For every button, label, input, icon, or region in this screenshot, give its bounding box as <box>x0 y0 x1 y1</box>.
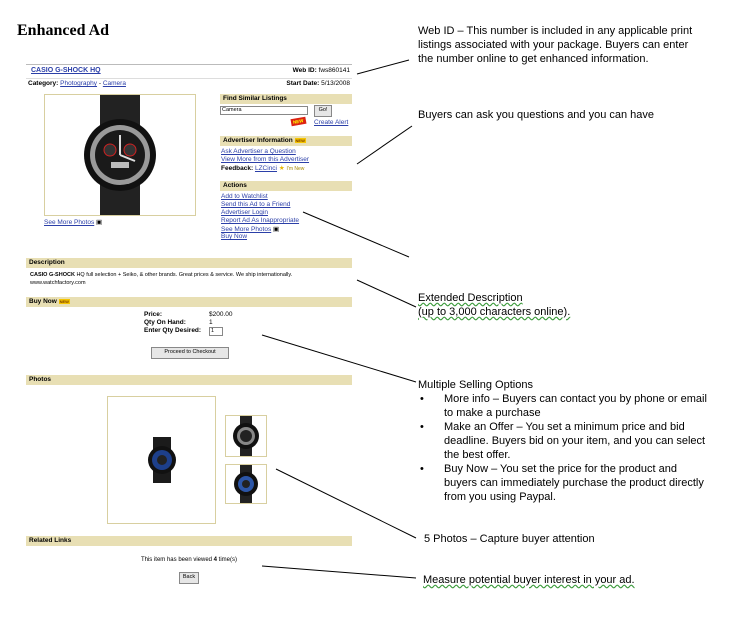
selling-option-more-info: More info – Buyers can contact you by ph… <box>420 392 708 420</box>
page-title: Enhanced Ad <box>17 22 110 39</box>
camera-icon: ▣ <box>273 226 280 233</box>
qty-desired-input[interactable]: 1 <box>209 327 223 336</box>
qty-label: Qty On Hand: <box>144 319 186 326</box>
related-links-heading: Related Links <box>26 536 352 546</box>
feedback: Feedback: LZCinci ★ I'm New <box>221 165 305 172</box>
description-heading: Description <box>26 258 352 268</box>
back-button[interactable]: Back <box>179 572 199 584</box>
web-id: Web ID: fws860141 <box>292 67 350 74</box>
price-value: $200.00 <box>209 311 233 318</box>
view-more-link[interactable]: View More from this Advertiser <box>221 156 310 163</box>
price-label: Price: <box>144 311 163 318</box>
feedback-user-link[interactable]: LZCinci <box>254 165 278 172</box>
note-questions: Buyers can ask you questions and you can… <box>418 109 655 121</box>
note-photos: 5 Photos – Capture buyer attention <box>424 533 595 545</box>
see-more-photos-link[interactable]: See More Photos ▣ <box>44 219 103 226</box>
main-photo[interactable] <box>44 94 196 216</box>
description-text: CASIO G-SHOCK HQ full selection + Seiko,… <box>30 272 293 286</box>
buy-now-link[interactable]: Buy Now <box>221 233 248 240</box>
category: Category: Photography - Camera <box>28 80 126 87</box>
note-measure: Measure potential buyer interest in your… <box>423 574 635 586</box>
category-link-photography[interactable]: Photography <box>60 80 98 87</box>
go-button[interactable]: Go! <box>314 105 332 117</box>
watch-image <box>84 95 156 215</box>
qty-value: 1 <box>209 319 213 326</box>
advertiser-heading: Advertiser Information NEW <box>220 136 352 146</box>
actions-heading: Actions <box>220 181 352 191</box>
advertiser-login-link[interactable]: Advertiser Login <box>221 209 268 216</box>
thumbnail-photo-2[interactable] <box>225 464 267 504</box>
send-to-friend-link[interactable]: Send this Ad to a Friend <box>221 201 291 208</box>
watch-thumb-blue-icon <box>234 465 258 503</box>
listing-header <box>26 64 352 79</box>
qty-desired-label: Enter Qty Desired: <box>144 327 202 334</box>
selling-option-buy-now: Buy Now – You set the price for the prod… <box>420 462 708 504</box>
large-photo[interactable] <box>107 396 216 524</box>
thumbnail-photo-1[interactable] <box>225 415 267 457</box>
note-web-id: Web ID – This number is included in any … <box>418 25 693 65</box>
star-icon: ★ <box>278 165 285 172</box>
create-alert-link[interactable]: Create Alert <box>314 119 349 126</box>
photos-heading: Photos <box>26 375 352 385</box>
watch-thumb-icon <box>233 416 259 456</box>
camera-icon: ▣ <box>96 219 103 226</box>
view-count: This item has been viewed 4 time(s) <box>140 557 238 563</box>
category-link-camera[interactable]: Camera <box>102 80 126 87</box>
actions-see-more-photos-link[interactable]: See More Photos <box>221 226 272 233</box>
start-date: Start Date: 5/13/2008 <box>286 80 350 87</box>
listing-title-link[interactable]: CASIO G-SHOCK HQ <box>31 67 101 74</box>
note-selling-options: Multiple Selling Options More info – Buy… <box>418 378 708 504</box>
find-similar-heading: Find Similar Listings <box>220 94 352 104</box>
selling-option-make-offer: Make an Offer – You set a minimum price … <box>420 420 708 462</box>
similar-search-input[interactable]: Camera <box>220 106 308 115</box>
watch-image-blue <box>148 437 176 483</box>
ask-question-link[interactable]: Ask Advertiser a Question <box>221 148 296 155</box>
note-extended-description: Extended Description (up to 3,000 charac… <box>418 292 571 318</box>
report-ad-link[interactable]: Report Ad As Inappropriate <box>221 217 300 224</box>
proceed-to-checkout-button[interactable]: Proceed to Checkout <box>151 347 229 359</box>
ad-preview: CASIO G-SHOCK HQ Web ID: fws860141 Categ… <box>26 64 352 584</box>
add-to-watchlist-link[interactable]: Add to Watchlist <box>221 193 268 200</box>
buy-now-heading: Buy Now NEW <box>26 297 352 307</box>
